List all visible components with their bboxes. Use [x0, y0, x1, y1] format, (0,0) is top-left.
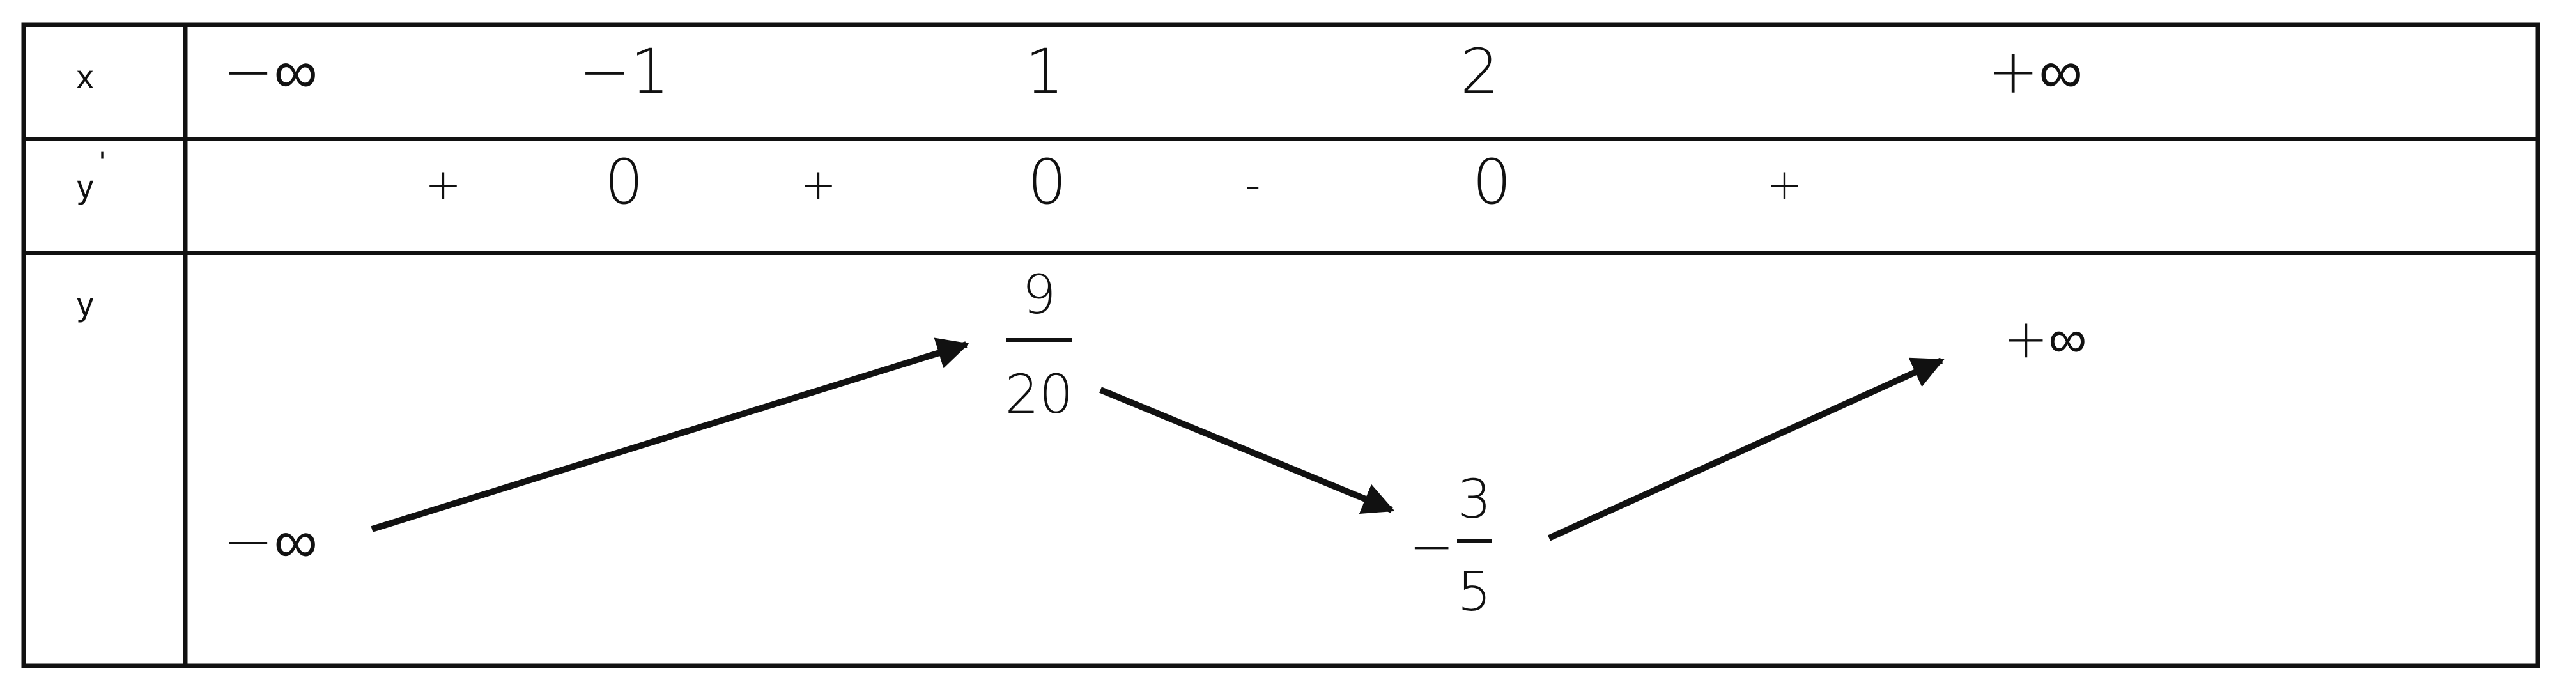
decreasing-arrow	[1099, 387, 1395, 514]
x-value-neg-one: −1	[579, 36, 670, 107]
derivative-sign-plus: +	[1766, 160, 1803, 210]
increasing-arrow	[371, 337, 969, 532]
derivative-sign-minus: -	[1245, 160, 1261, 210]
y-local-max-denominator: 20	[1005, 363, 1074, 426]
table-grid	[21, 22, 2540, 668]
derivative-zero: 0	[605, 146, 644, 218]
derivative-zero: 0	[1028, 146, 1067, 218]
derivative-row: + 0 + 0 - 0 +	[425, 146, 1803, 218]
x-value-one: 1	[1025, 36, 1064, 107]
y-value-start: −∞	[222, 506, 318, 577]
row-label-derivative: y	[75, 169, 95, 206]
derivative-sign-plus: +	[800, 160, 837, 210]
x-value-pos-infinity: +∞	[1987, 36, 2083, 107]
row-label-x: x	[75, 59, 95, 96]
y-local-min-sign: −	[1409, 515, 1454, 578]
derivative-sign-plus: +	[425, 160, 461, 210]
derivative-zero: 0	[1472, 146, 1511, 218]
variation-arrows	[371, 337, 1945, 541]
increasing-arrow	[1547, 357, 1945, 541]
row-label-y: y	[75, 286, 95, 323]
y-local-min-denominator: 5	[1457, 560, 1491, 623]
x-value-neg-infinity: −∞	[222, 36, 318, 107]
y-value-end: +∞	[2003, 307, 2086, 370]
y-row: −∞ 9 20 − 3 5 +∞	[222, 263, 2086, 623]
x-row: −∞ −1 1 2 +∞	[222, 36, 2083, 107]
row-labels: x y ' y	[75, 59, 110, 323]
y-local-max-numerator: 9	[1022, 263, 1056, 326]
row-label-derivative-prime: '	[95, 148, 110, 177]
table-border	[21, 22, 2540, 668]
x-value-two: 2	[1460, 36, 1499, 107]
y-local-min-numerator: 3	[1457, 468, 1491, 530]
